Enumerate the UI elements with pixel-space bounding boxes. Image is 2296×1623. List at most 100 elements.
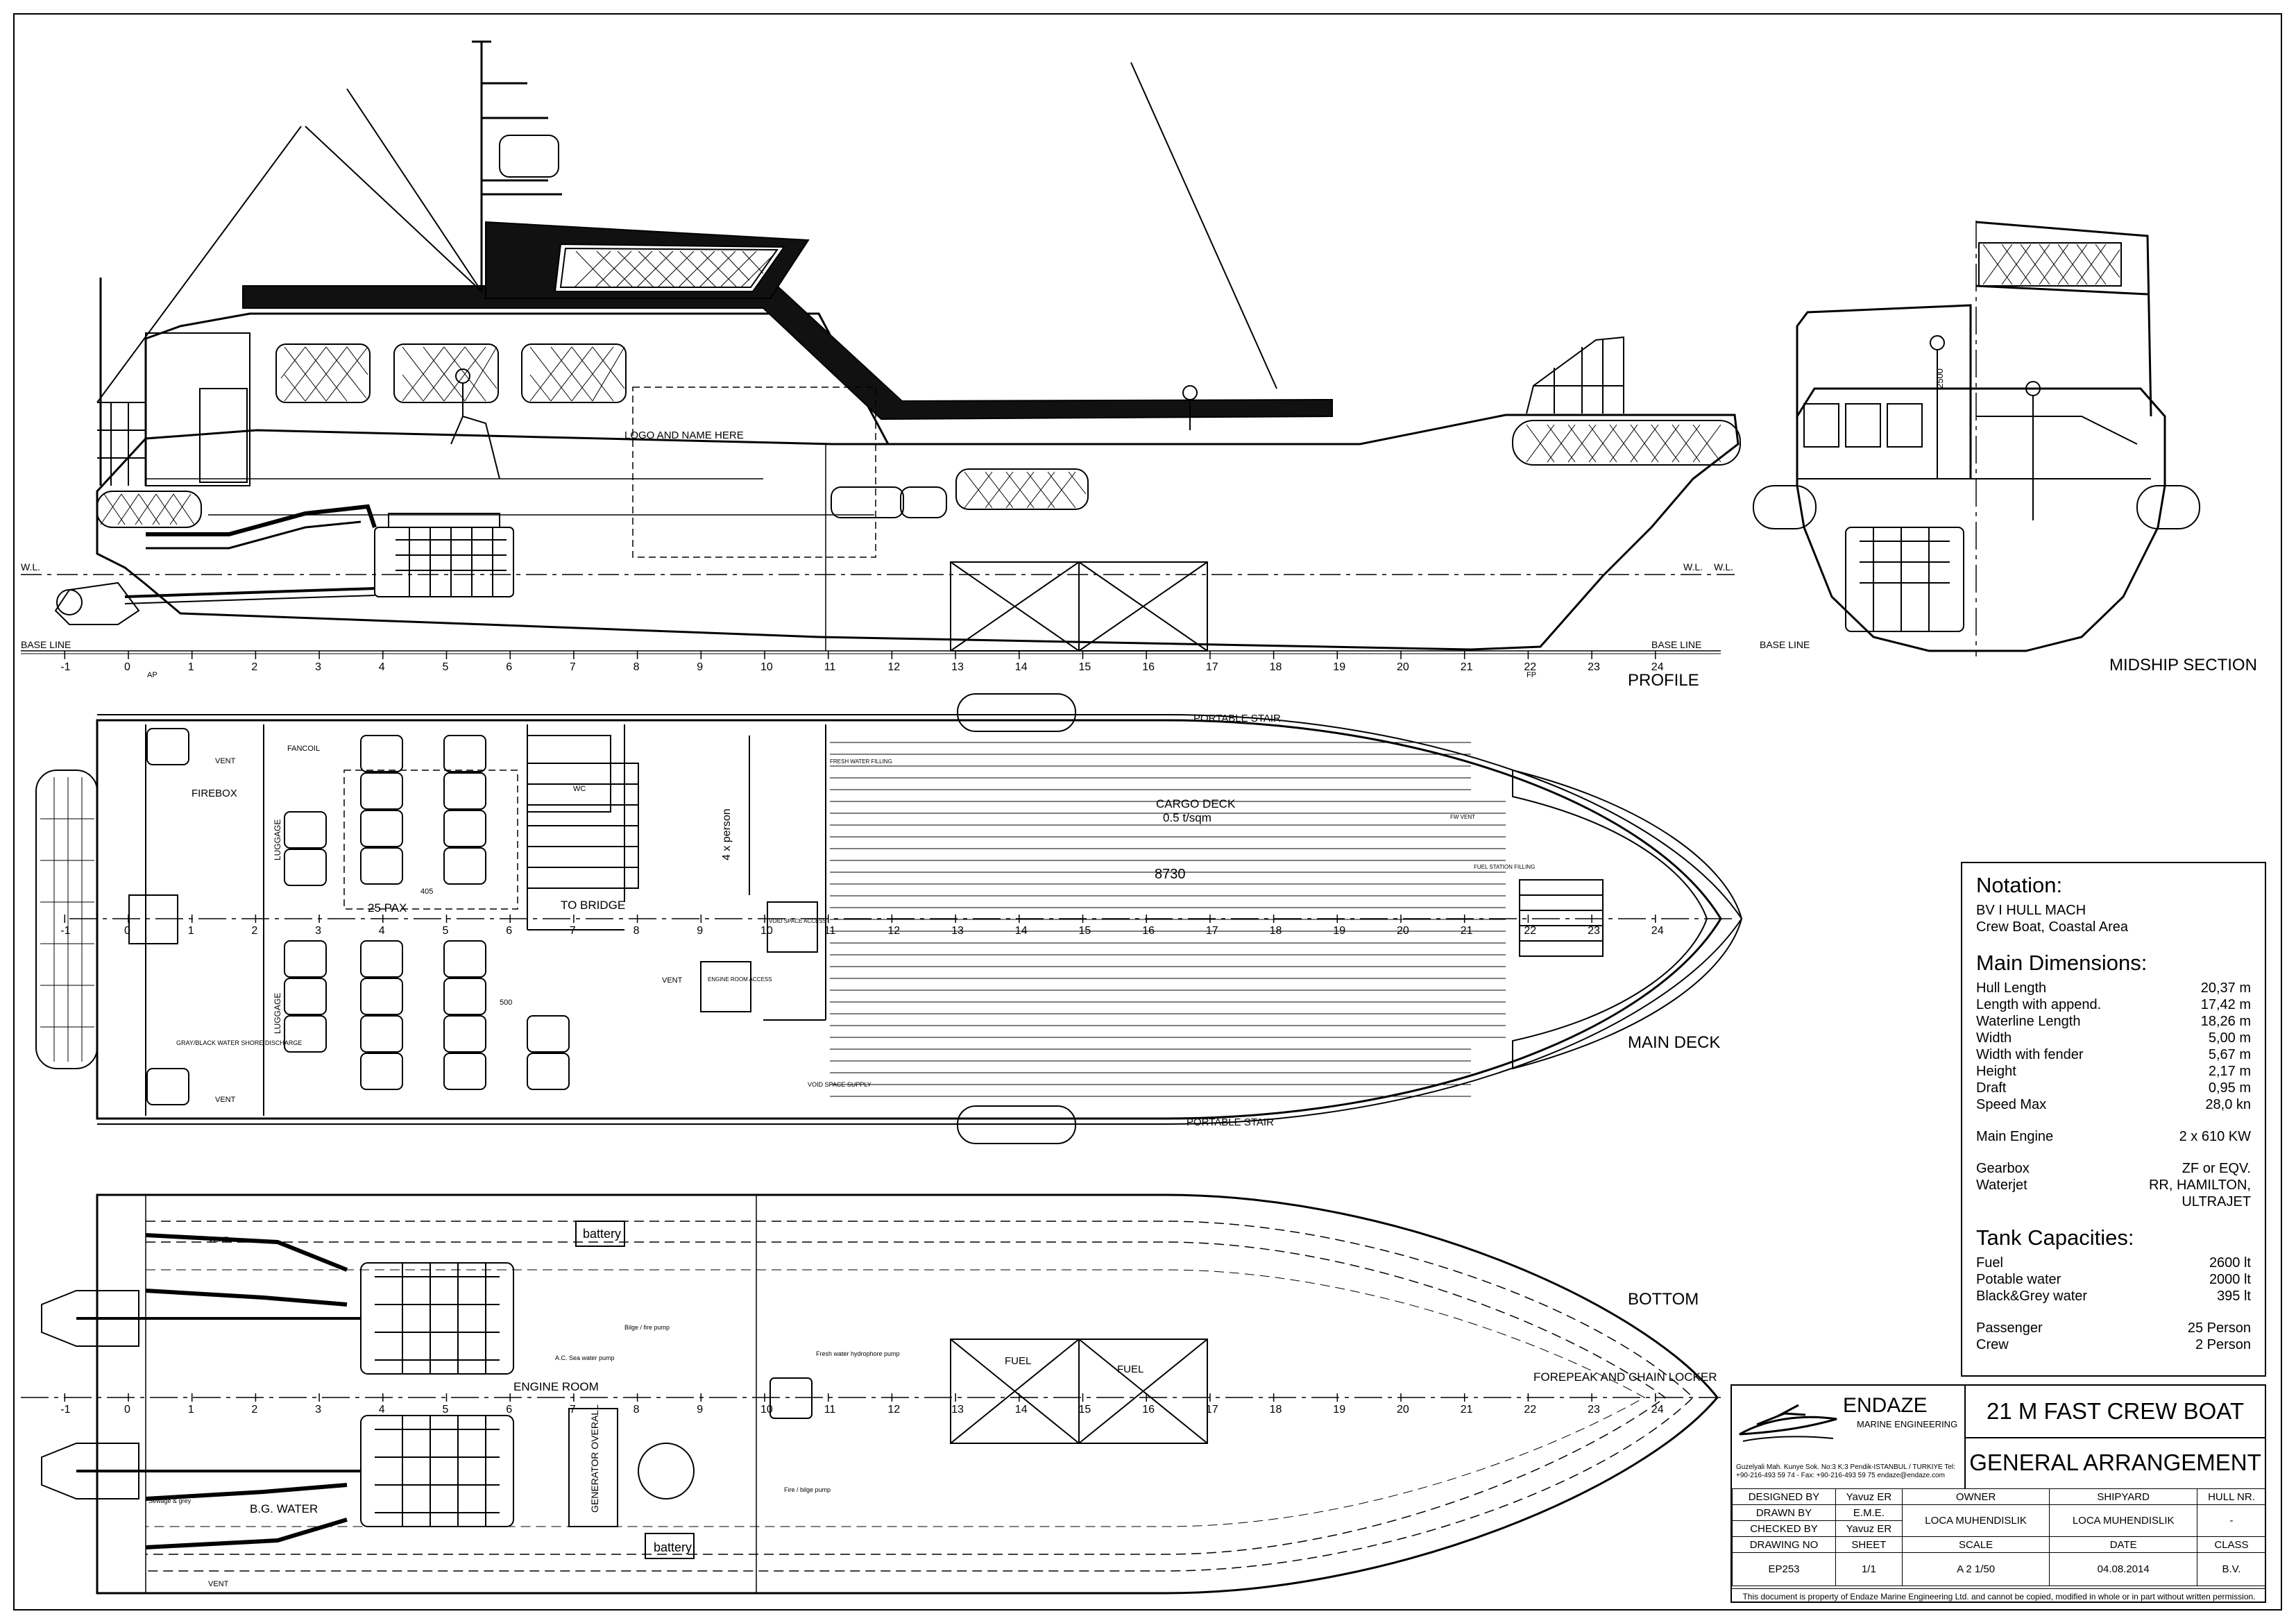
passenger-seat	[284, 978, 327, 1015]
engine-profile	[54, 504, 514, 625]
frame-number: 22	[1524, 661, 1536, 673]
frame-number: 10	[760, 1404, 773, 1416]
vent1: VENT	[215, 757, 236, 765]
passenger-seat	[360, 772, 403, 810]
frame-number: 23	[1588, 925, 1600, 937]
frame-number: 14	[1015, 925, 1028, 937]
class-notation: BV I HULL MACH Crew Boat, Coastal Area	[1976, 902, 2251, 935]
dim-500: 500	[500, 999, 512, 1007]
frame-number: 9	[697, 925, 703, 937]
frame-number: 23	[1588, 1404, 1600, 1416]
frame-number: 21	[1461, 661, 1473, 673]
passenger-seat	[284, 1015, 327, 1053]
company-address: Guzelyali Mah. Kunye Sok. No:3 K:3 Pendi…	[1736, 1463, 1955, 1479]
hatch-void	[767, 901, 818, 953]
bottom-outline	[96, 1193, 1719, 1595]
frame-number: 1	[188, 1404, 194, 1416]
frame-number: 16	[1142, 661, 1155, 673]
vent2: VENT	[215, 1096, 236, 1104]
frame-number: 12	[887, 661, 900, 673]
frame-number: 20	[1397, 925, 1409, 937]
frame-number: 8	[633, 1404, 640, 1416]
frame-number: 7	[570, 1404, 576, 1416]
frame-number: 20	[1397, 1404, 1409, 1416]
dim-405: 405	[420, 887, 433, 896]
cargo-deck-label: CARGO DECK	[1156, 797, 1236, 810]
window-mesh	[280, 346, 1087, 509]
passenger-seat	[360, 847, 403, 885]
seat-blocks	[146, 728, 570, 1105]
engine-top	[360, 1262, 514, 1527]
wl-right2: W.L.	[1714, 561, 1733, 572]
frame-number: 18	[1270, 1404, 1282, 1416]
ac-pump-label: A.C. Sea water pump	[555, 1354, 615, 1361]
grey-water-label: B.G. WATER	[250, 1502, 318, 1515]
frame-number: 4	[379, 925, 385, 937]
frame-number: 13	[951, 925, 964, 937]
frame-number: 15	[1079, 661, 1091, 673]
passenger-seat	[443, 847, 486, 885]
profile-view	[21, 40, 1741, 654]
frame-number: 21	[1461, 925, 1473, 937]
midship-title: MIDSHIP SECTION	[2109, 656, 2257, 674]
cargo-load: 0.5 t/sqm	[1163, 811, 1211, 824]
passenger-seat	[360, 940, 403, 978]
four-person: 4 x person	[721, 808, 733, 860]
frame-number: 20	[1397, 661, 1409, 673]
to-bridge: TO BRIDGE	[561, 899, 625, 912]
frame-number: 7	[570, 661, 576, 673]
frame-number: 3	[315, 1404, 321, 1416]
frame-number: 19	[1333, 925, 1345, 937]
passenger-seat	[360, 735, 403, 772]
class-line-2: Crew Boat, Coastal Area	[1976, 919, 2128, 935]
frame-number: 3	[315, 925, 321, 937]
bilge-pump2-label: Fire / bilge pump	[784, 1486, 831, 1493]
mast	[472, 40, 562, 291]
frame-number: 17	[1206, 925, 1218, 937]
copyright-note: This document is property of Endaze Mari…	[1732, 1588, 2266, 1604]
generator	[568, 1408, 618, 1527]
passenger-seat	[146, 728, 189, 765]
hull-profile	[96, 414, 1740, 651]
vent-bottom: VENT	[208, 1580, 229, 1588]
void-space-supply: VOID SPACE SUPPLY	[808, 1081, 871, 1088]
frame-number: 13	[951, 661, 964, 673]
frame-number: 17	[1206, 1404, 1218, 1416]
midship-fender-left	[1753, 485, 1817, 529]
frame-number: 6	[506, 1404, 512, 1416]
frame-number: 18	[1270, 661, 1282, 673]
hatch-stern	[128, 894, 178, 944]
fresh-water-label: FRESH WATER FILLING	[830, 758, 892, 765]
tank-title: Tank Capacities:	[1976, 1225, 2134, 1250]
battery-box-bottom	[645, 1533, 695, 1559]
wc	[527, 735, 611, 813]
main-dim-title: Main Dimensions:	[1976, 951, 2148, 975]
deck-outline	[96, 719, 1722, 1120]
ap-label: AP	[147, 671, 158, 679]
passenger-seat	[443, 978, 486, 1015]
deck-text: PORTABLE STAIR PORTABLE STAIR FIREBOX FA…	[176, 713, 1535, 1128]
base-line-right: BASE LINE	[1651, 639, 1701, 650]
view-titles: PROFILE MIDSHIP SECTION MAIN DECK BOTTOM	[1628, 656, 2257, 1309]
aft-fender	[96, 491, 202, 528]
frame-number: 22	[1524, 925, 1536, 937]
frame-number: 21	[1461, 1404, 1473, 1416]
wl-left: W.L.	[21, 561, 40, 572]
wheelhouse-window-mesh	[559, 247, 779, 288]
frame-number: 19	[1333, 661, 1345, 673]
frame-number: 6	[506, 661, 512, 673]
bow-fender-top	[957, 693, 1076, 732]
fancoil-label: FANCOIL	[287, 745, 320, 753]
passenger-seat	[360, 1015, 403, 1053]
frame-number: -1	[60, 661, 70, 673]
generator-label: GENERATOR OVERALL	[589, 1404, 600, 1513]
